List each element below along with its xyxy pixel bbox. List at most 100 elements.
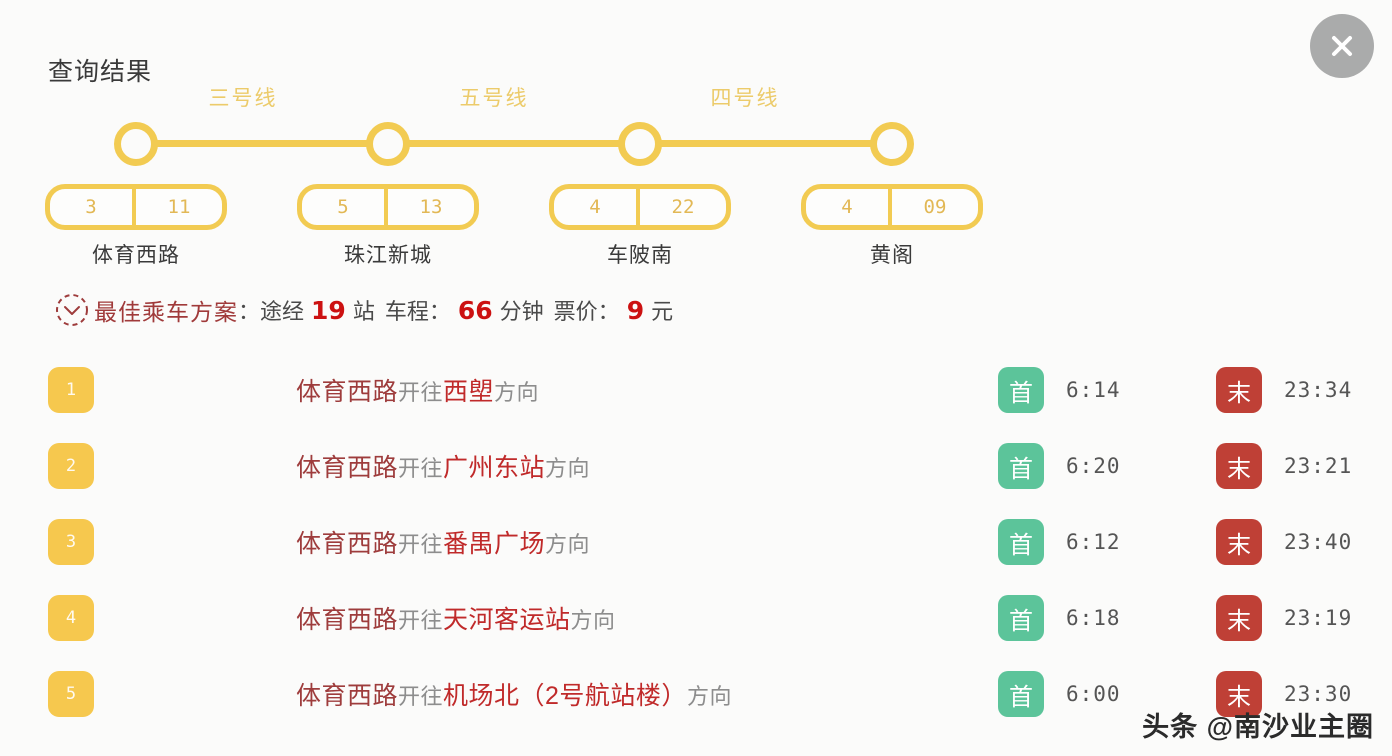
row-suffix: 方向 (494, 380, 540, 405)
station-group-3: 4 22 车陂南 (549, 184, 731, 269)
row-index-badge: 2 (48, 443, 94, 489)
station-chip: 4 22 (549, 184, 731, 230)
station-line-number: 3 (50, 189, 136, 225)
row-suffix: 方向 (545, 532, 591, 557)
station-name: 车陂南 (607, 244, 673, 267)
station-chip: 3 11 (45, 184, 227, 230)
first-train-block: 首 6:14 (998, 367, 1121, 413)
summary-duration-value: 66 (457, 295, 493, 325)
row-destination: 番禺广场 (443, 530, 546, 558)
station-platform-number: 22 (671, 196, 695, 218)
station-node-4[interactable] (870, 122, 914, 166)
row-origin: 体育西路 (296, 378, 399, 406)
last-train-time: 23:19 (1284, 606, 1353, 630)
station-chip: 5 13 (297, 184, 479, 230)
row-connector: 开往 (398, 608, 444, 633)
summary-stops-label: 途经 (260, 299, 305, 324)
row-suffix: 方向 (686, 684, 732, 709)
row-description: 体育西路开往广州东站方向 (296, 448, 590, 484)
first-train-badge: 首 (998, 671, 1044, 717)
summary-colon: ： (238, 299, 261, 324)
station-node-3[interactable] (618, 122, 662, 166)
last-train-badge: 末 (1216, 595, 1262, 641)
row-connector: 开往 (398, 456, 444, 481)
row-destination: 西塱 (443, 378, 495, 406)
station-line-number: 4 (554, 189, 640, 225)
summary-duration-label: 车程： (384, 299, 451, 324)
summary-fare-label: 票价： (553, 299, 620, 324)
station-line-number: 5 (302, 189, 388, 225)
row-index-badge: 4 (48, 595, 94, 641)
last-train-time: 23:34 (1284, 378, 1353, 402)
last-train-badge: 末 (1216, 671, 1262, 717)
last-train-time: 23:40 (1284, 530, 1353, 554)
rail-segment-3 (640, 140, 892, 147)
last-train-time: 23:30 (1284, 682, 1353, 706)
first-train-badge: 首 (998, 443, 1044, 489)
station-group-1: 3 11 体育西路 (45, 184, 227, 269)
station-chip: 4 09 (801, 184, 983, 230)
last-train-block: 末 23:21 (1216, 443, 1352, 489)
list-item[interactable]: 5 体育西路开往机场北（2号航站楼）方向 首 6:00 末 23:30 (48, 656, 1358, 732)
first-train-badge: 首 (998, 367, 1044, 413)
station-node-1[interactable] (114, 122, 158, 166)
last-train-badge: 末 (1216, 367, 1262, 413)
row-connector: 开往 (398, 380, 444, 405)
close-icon (1332, 36, 1352, 56)
first-train-time: 6:18 (1066, 606, 1121, 630)
last-train-block: 末 23:30 (1216, 671, 1352, 717)
summary-fare-value: 9 (626, 295, 645, 325)
row-connector: 开往 (398, 532, 444, 557)
last-train-time: 23:21 (1284, 454, 1353, 478)
row-origin: 体育西路 (296, 682, 399, 710)
first-train-time: 6:20 (1066, 454, 1121, 478)
summary-fare-unit: 元 (651, 299, 674, 324)
list-item[interactable]: 3 体育西路开往番禺广场方向 首 6:12 末 23:40 (48, 504, 1358, 580)
best-route-summary: 最佳乘车方案 ： 途经 19 站 车程： 66 分钟 票价： 9 元 (52, 290, 673, 330)
station-group-2: 5 13 珠江新城 (297, 184, 479, 269)
station-name: 体育西路 (92, 244, 180, 267)
clock-icon (56, 294, 88, 326)
station-group-4: 4 09 黄阁 (801, 184, 983, 269)
summary-stops-value: 19 (311, 295, 346, 325)
result-list: 1 体育西路开往西塱方向 首 6:14 末 23:34 2 体育西路开往广州东站… (48, 352, 1358, 732)
row-index-badge: 1 (48, 367, 94, 413)
first-train-time: 6:14 (1066, 378, 1121, 402)
first-train-block: 首 6:12 (998, 519, 1121, 565)
station-line-number: 4 (806, 189, 892, 225)
row-origin: 体育西路 (296, 530, 399, 558)
last-train-block: 末 23:40 (1216, 519, 1352, 565)
last-train-badge: 末 (1216, 519, 1262, 565)
first-train-badge: 首 (998, 595, 1044, 641)
row-description: 体育西路开往番禺广场方向 (296, 524, 590, 560)
row-connector: 开往 (398, 684, 444, 709)
rail-segment-1 (136, 140, 388, 147)
row-destination: 机场北（2号航站楼） (443, 682, 687, 710)
list-item[interactable]: 4 体育西路开往天河客运站方向 首 6:18 末 23:19 (48, 580, 1358, 656)
station-node-2[interactable] (366, 122, 410, 166)
first-train-block: 首 6:00 (998, 671, 1121, 717)
line-label-1: 三号线 (208, 87, 278, 110)
rail-segment-2 (388, 140, 640, 147)
list-item[interactable]: 2 体育西路开往广州东站方向 首 6:20 末 23:21 (48, 428, 1358, 504)
row-origin: 体育西路 (296, 454, 399, 482)
last-train-block: 末 23:19 (1216, 595, 1352, 641)
last-train-badge: 末 (1216, 443, 1262, 489)
row-destination: 广州东站 (443, 454, 546, 482)
row-suffix: 方向 (570, 608, 616, 633)
close-button[interactable] (1310, 14, 1374, 78)
first-train-time: 6:00 (1066, 682, 1121, 706)
line-label-3: 四号线 (710, 87, 780, 110)
first-train-block: 首 6:20 (998, 443, 1121, 489)
row-suffix: 方向 (545, 456, 591, 481)
first-train-badge: 首 (998, 519, 1044, 565)
page-title: 查询结果 (48, 58, 153, 86)
row-destination: 天河客运站 (443, 606, 571, 634)
list-item[interactable]: 1 体育西路开往西塱方向 首 6:14 末 23:34 (48, 352, 1358, 428)
last-train-block: 末 23:34 (1216, 367, 1352, 413)
station-name: 珠江新城 (344, 244, 432, 267)
row-description: 体育西路开往机场北（2号航站楼）方向 (296, 676, 732, 712)
station-platform-number: 13 (419, 196, 443, 218)
row-origin: 体育西路 (296, 606, 399, 634)
row-index-badge: 3 (48, 519, 94, 565)
